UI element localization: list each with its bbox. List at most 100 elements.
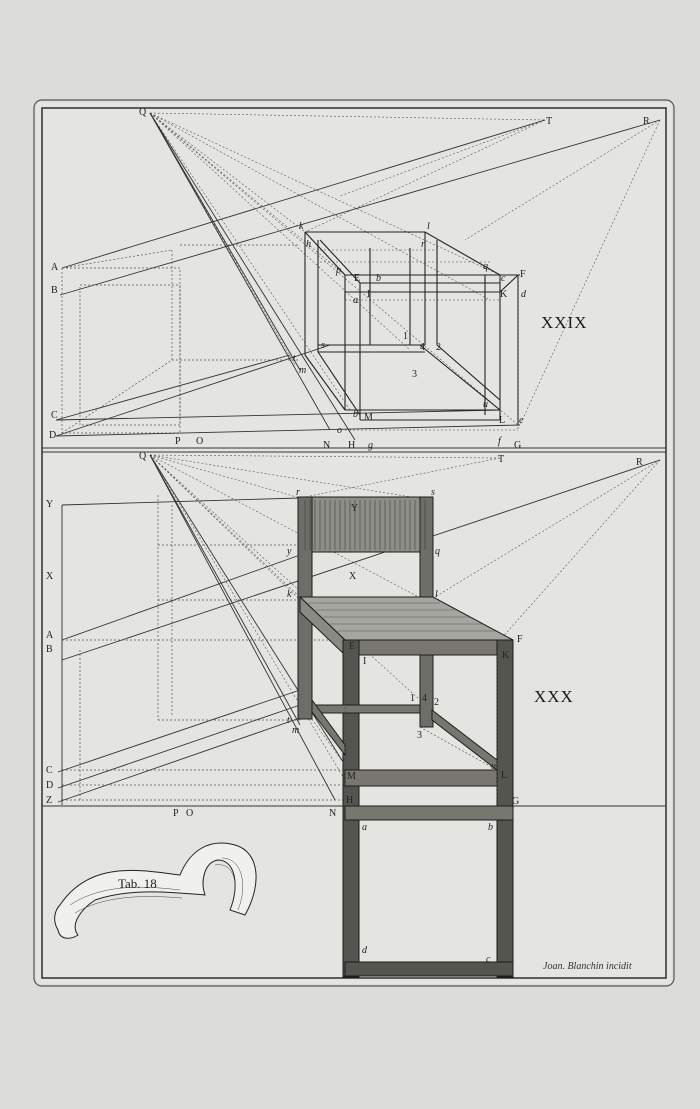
chair-construction xyxy=(311,655,498,800)
label-m-lower: m xyxy=(292,725,300,736)
label-c-lower: c xyxy=(486,954,491,965)
label-L-lower: L xyxy=(501,770,508,781)
label-A-upper: A xyxy=(51,262,59,273)
label-K-upper: K xyxy=(500,289,508,300)
label-u-lower: u xyxy=(491,761,496,772)
inner-frame xyxy=(41,107,667,979)
label-N-upper: N xyxy=(323,440,331,451)
label-y-lower: y xyxy=(287,546,292,557)
upper-visual-rays xyxy=(149,112,661,426)
label-q-lower: q xyxy=(435,546,440,557)
banner-ribbon xyxy=(54,842,257,939)
label-X2-lower: X xyxy=(349,571,357,582)
label-T-lower: T xyxy=(498,454,505,465)
label-K-lower: K xyxy=(502,650,510,661)
label-Z-lower: Z xyxy=(46,795,53,806)
label-Q-upper: Q xyxy=(139,107,147,118)
label-t-lower: t xyxy=(287,715,290,726)
lower-solid-rays xyxy=(61,454,661,801)
label-1-lower: 1 xyxy=(410,693,415,704)
lower-ground-lines xyxy=(57,505,301,805)
label-O-upper: O xyxy=(196,436,204,447)
label-F-lower: F xyxy=(517,634,523,645)
label-r-upper: r xyxy=(421,239,425,250)
label-h-upper: h xyxy=(306,239,311,250)
label-Q-lower: Q xyxy=(139,451,147,462)
label-3-lower: 3 xyxy=(417,730,422,741)
label-Y2-lower: Y xyxy=(351,503,359,514)
label-T-upper: T xyxy=(546,116,553,127)
label-f-upper: f xyxy=(498,436,501,447)
label-N-lower: N xyxy=(329,808,337,819)
banner-text: Tab. 18 xyxy=(118,876,157,891)
label-4-lower: 4 xyxy=(422,693,427,704)
label-O-lower: O xyxy=(186,808,194,819)
label-1-upper: 1 xyxy=(403,331,408,342)
label-4-upper: 4 xyxy=(420,342,425,353)
label-r-lower: r xyxy=(296,487,300,498)
upper-frame-dashed xyxy=(320,249,519,431)
label-s-lower: s xyxy=(431,487,435,498)
label-l-lower: l xyxy=(435,589,438,600)
chair xyxy=(297,496,514,978)
label-B-lower: B xyxy=(46,644,53,655)
label-C-lower: C xyxy=(46,765,53,776)
label-P-lower: P xyxy=(173,808,179,819)
label-q-upper: q xyxy=(483,261,488,272)
label-a-upper: a xyxy=(353,295,358,306)
backrest-hatching xyxy=(304,500,426,550)
label-3-upper: 3 xyxy=(412,369,417,380)
label-H-lower: H xyxy=(346,795,354,806)
outer-frame xyxy=(33,99,675,987)
label-2-upper: 2 xyxy=(436,342,441,353)
label-l-upper: l xyxy=(427,221,430,232)
label-M-upper: M xyxy=(364,412,373,423)
label-b2-upper: b xyxy=(353,409,358,420)
label-R-lower: R xyxy=(636,457,643,468)
label-X-lower: X xyxy=(46,571,54,582)
label-a-lower: a xyxy=(362,822,367,833)
label-k-lower: k xyxy=(287,589,292,600)
label-D-lower: D xyxy=(46,780,54,791)
label-p-upper: p xyxy=(336,265,341,276)
label-Y-lower: Y xyxy=(46,499,54,510)
label-g-upper: g xyxy=(368,440,373,451)
label-E-upper: E xyxy=(354,273,361,284)
label-P-upper: P xyxy=(175,436,181,447)
label-G-upper: G xyxy=(514,440,522,451)
upper-ground-lines xyxy=(55,344,521,437)
label-L-upper: L xyxy=(499,415,506,426)
label-D-upper: D xyxy=(49,430,57,441)
label-M-lower: M xyxy=(347,771,356,782)
banner-shading xyxy=(69,857,243,914)
figure-title-xxix: XXIX xyxy=(541,313,588,332)
label-I-lower: I xyxy=(363,656,367,667)
label-d-lower: d xyxy=(362,945,367,956)
label-m-upper: m xyxy=(299,365,307,376)
label-B-upper: B xyxy=(51,285,58,296)
label-C-upper: C xyxy=(51,410,58,421)
label-R-upper: R xyxy=(643,116,650,127)
label-b-lower: b xyxy=(488,822,493,833)
label-2-lower: 2 xyxy=(434,697,439,708)
upper-solid-rays xyxy=(59,112,661,441)
seat-hatching xyxy=(308,602,498,632)
label-c-upper: c xyxy=(501,273,506,284)
label-I-upper: I xyxy=(367,289,371,300)
label-o-upper: o xyxy=(337,425,342,436)
label-F-upper: F xyxy=(520,269,526,280)
label-s-upper: s xyxy=(321,340,325,351)
label-b-upper: b xyxy=(376,273,381,284)
label-G-lower: G xyxy=(512,796,520,807)
label-E-lower: E xyxy=(349,641,356,652)
label-d-upper: d xyxy=(521,289,526,300)
label-u-upper: u xyxy=(483,399,488,410)
upper-ghost-box xyxy=(61,244,300,434)
label-t-upper: t xyxy=(293,353,296,364)
label-A-lower: A xyxy=(46,630,54,641)
engraver-signature: Joan. Blanchin incidit xyxy=(543,961,632,972)
label-e-upper: e xyxy=(519,415,524,426)
label-k-upper: k xyxy=(299,221,304,232)
figure-title-xxx: XXX xyxy=(534,687,574,706)
